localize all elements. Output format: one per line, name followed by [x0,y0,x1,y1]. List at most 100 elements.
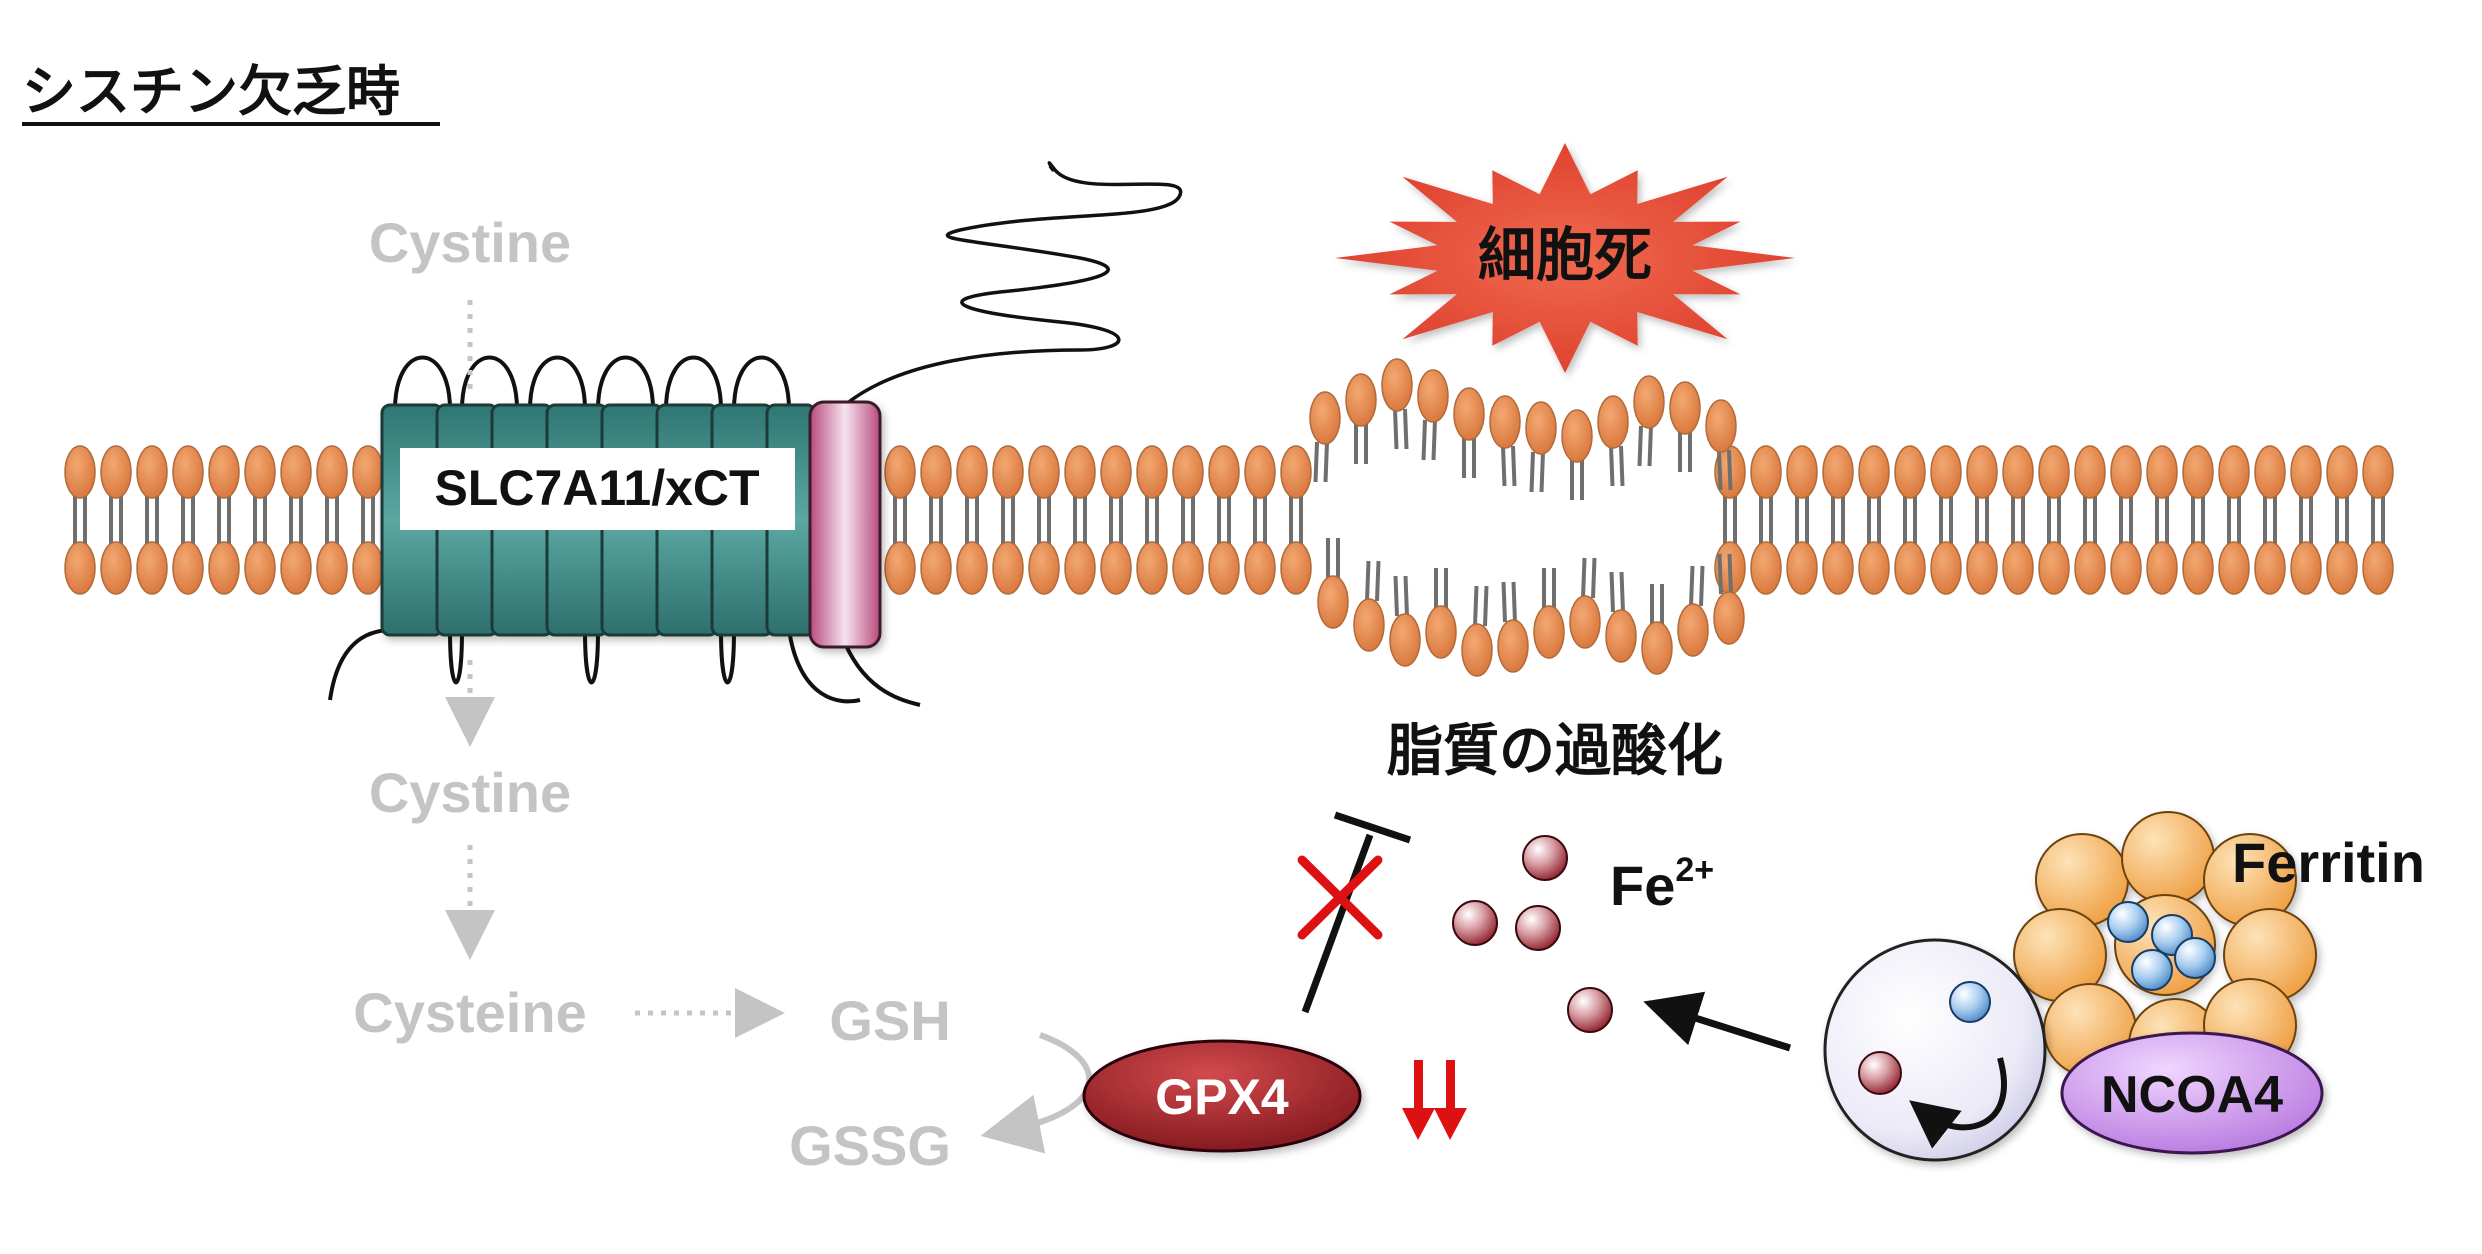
lipid-head [1208,541,1240,595]
vesicle-iron-ion [1858,1051,1902,1095]
lipid-head [1100,445,1132,499]
lipid-head [2362,541,2394,595]
lipid-tail [1581,557,1587,599]
lipid-head [2002,445,2034,499]
lipid-tail [1619,571,1625,613]
lipid-tail [1431,419,1437,461]
lipid-tail [1609,571,1615,613]
lipid-head [1136,541,1168,595]
lipid-head [2218,541,2250,595]
lipid-head [920,541,952,595]
lipid-tail [1619,445,1625,487]
cell-death-burst [1335,143,1795,373]
lipid-head [2362,445,2394,499]
cell-death-label: 細胞死 [1478,223,1652,288]
lipid-head [1028,445,1060,499]
lipid-tail [1393,575,1399,617]
lipid-tail [1529,451,1535,493]
lipid-head [1786,541,1818,595]
lipid-head [2218,445,2250,499]
autophagosome [1823,938,2047,1162]
lipid-head [1858,445,1890,499]
lipid-tail [1483,585,1489,627]
lipid-head [2074,541,2106,595]
lipid-tail [1727,553,1733,595]
lipid-head [1172,541,1204,595]
lipid-tail [1323,441,1329,483]
vesicle-ferritin-particle [1949,981,1991,1023]
lipid-head [1930,541,1962,595]
ncoa4-oval [2060,1031,2324,1155]
lipid-head [1966,541,1998,595]
lipid-head [1381,358,1413,412]
lipid-head [1569,595,1601,649]
lipid-head [1497,619,1529,673]
lipid-head [1425,605,1457,659]
lipid-tail [1609,445,1615,487]
lipid-tail [1501,581,1507,623]
lipid-head [884,445,916,499]
lipid-head [2110,541,2142,595]
lipid-head [100,445,132,499]
lipid-head [2110,445,2142,499]
lipid-peroxidation-label: 脂質の過酸化 [1387,719,1723,782]
lipid-head [1930,445,1962,499]
lipid-head [208,445,240,499]
lipid-head [1389,613,1421,667]
transporter-label-box [400,448,795,530]
lipid-tail [1689,565,1695,607]
lipid-head [2290,445,2322,499]
cystine-intracellular-label: Cystine [369,761,571,824]
lipid-head [2290,541,2322,595]
lipid-head [136,445,168,499]
gpx4-inhibition-line [1301,811,1412,1014]
lipid-head [316,445,348,499]
lipid-head [1669,381,1701,435]
lipid-head [1280,541,1312,595]
lipid-tail [1699,565,1705,607]
lipid-head [1345,373,1377,427]
lipid-tail [1647,425,1653,467]
slc3a2-subunit [808,400,882,649]
lipid-head [1489,395,1521,449]
lipid-head [1100,541,1132,595]
lipid-head [1353,598,1385,652]
page-title: シスチン欠乏時 [22,62,400,122]
lipid-tail [1313,441,1319,483]
downregulation-arrow-icon [1402,1060,1467,1140]
lipid-head [1705,399,1737,453]
lipid-head [172,541,204,595]
lipid-head [1641,621,1673,675]
lipid-head [1822,541,1854,595]
lipid-tail [1591,557,1597,599]
lipid-head [2182,445,2214,499]
lipid-head [1894,445,1926,499]
lipid-head [2002,541,2034,595]
lipid-head [1064,541,1096,595]
lipid-head [1633,375,1665,429]
gpx4-label: GPX4 [1155,1069,1289,1125]
free-iron-ions [1452,835,1613,1033]
lipid-tail [1727,449,1733,491]
lipid-tail [1473,585,1479,627]
lipid-head [2146,445,2178,499]
lipid-head [1750,445,1782,499]
degradation-arrow-icon [1909,1057,2007,1149]
lipid-tail [1403,408,1409,450]
lipid-head [1244,445,1276,499]
lipid-head [208,541,240,595]
blocked-x-icon [1297,855,1383,940]
ferritin-label: Ferritin [2232,831,2425,894]
gsh-label: GSH [829,989,950,1052]
lipid-head [2254,541,2286,595]
lipid-tail [1717,449,1723,491]
lipid-tail [1511,581,1517,623]
lipid-head [1136,445,1168,499]
lipid-head [1561,409,1593,463]
lipid-head [2038,541,2070,595]
lipid-head [2038,445,2070,499]
iron-release-arrow [1643,991,1792,1052]
lipid-head [1317,575,1349,629]
lipid-head [992,445,1024,499]
